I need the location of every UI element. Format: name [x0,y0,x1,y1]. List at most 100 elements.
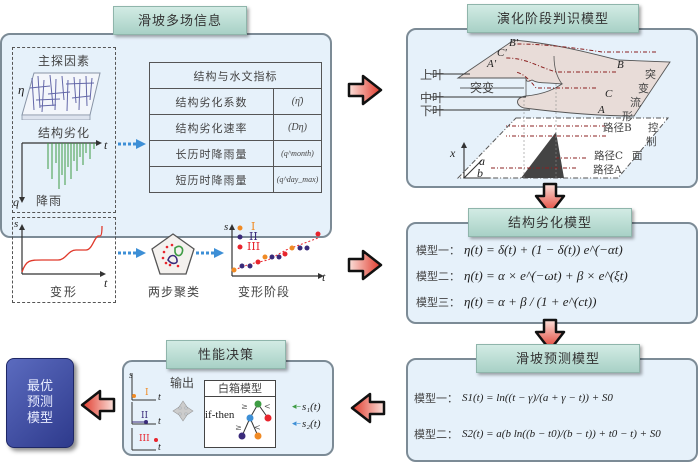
lower-leaf-label: 下叶 [420,104,445,118]
manifold-char: 形 [622,110,633,123]
model-label: 模型一： [416,244,460,257]
index-name: 结构劣化系数 [149,88,274,115]
legend-dot-stage1 [237,225,243,231]
stage-point [297,245,303,251]
blue-arrow-icon: ◂– [292,419,302,429]
index-table-row: 短历时降雨量(q^day_max) [149,166,322,193]
title-performance-decision: 性能决策 [166,340,286,369]
path-c-label: 路径C [594,150,624,162]
title-multi-field-info: 滑坡多场信息 [113,6,247,35]
flow-arrow-right-icon [347,249,383,281]
s1-output: ◂– s₁(t) [292,401,321,413]
point-a-prime: A' [487,58,497,70]
prediction-model-1: 模型一： S1(t) = ln((t − γ)/(a + γ − t)) + S… [414,390,613,406]
index-symbol: (q^day_max) [273,166,322,193]
output-label: 输出 [170,376,195,390]
manifold-char: 变 [638,82,649,95]
legend-dot-stage2 [237,234,243,240]
deformation-box [12,217,116,303]
model-label: 模型二： [416,270,460,283]
legend-dot-stage3 [237,244,243,250]
stage-point [276,254,282,260]
model-formula: S1(t) = ln((t − γ)/(a + γ − t)) + S0 [462,392,613,404]
tree-node [238,432,246,440]
eta-symbol: η [18,82,25,97]
upper-leaf-label: 上叶 [420,68,445,82]
tree-node [246,414,254,422]
path-b-label: 路径B [603,122,632,134]
catastrophe-surface-diagram [430,39,671,179]
index-table-row: 结构劣化系数(η̄) [149,88,322,115]
stage-point [247,263,253,269]
mini-axis-t: t [158,442,161,453]
tree-lt-label: < [254,423,261,432]
deformation-chart [19,224,106,277]
flow-arrow-down-icon [534,318,566,352]
index-name: 短历时降雨量 [149,166,274,193]
index-table-header: 结构与水文指标 [149,62,322,89]
manifold-char: 流 [630,96,641,109]
stage-point [239,263,245,269]
stage-label-2: II [249,230,258,243]
degradation-model-3: 模型三： η(t) = α + β / (1 + e^(ct)) [416,294,596,310]
degradation-model-1: 模型一： η(t) = δ(t) + (1 − δ(t)) e^(−αt) [416,242,623,258]
cross-arrows-icon [172,400,194,422]
model-label: 模型二： [414,428,458,441]
stage-mini-charts [131,374,158,451]
rainfall-axis-q: q [13,195,19,209]
mini-axis-t: t [158,416,161,427]
title-degradation-model: 结构劣化模型 [468,208,632,237]
axis-b-label: b [477,166,483,180]
manifold-char: 突 [645,68,656,81]
tree-ge-label: ≥ [235,423,242,432]
best-prediction-model: 最优 预测 模型 [6,358,74,448]
title-prediction-model: 滑坡预测模型 [476,344,640,373]
index-symbol: (q^month) [273,140,322,167]
decision-tree-diagram [238,400,272,440]
stage-point [269,254,275,260]
blue-arrow-icon [118,248,146,258]
mini-axis-s: s [129,370,133,381]
factor-box [12,47,116,213]
blue-arrow-icon [118,139,146,149]
mini-stage-3: III [139,434,150,444]
structure-degradation-label: 结构劣化 [38,126,91,140]
stage-label-3: III [247,240,261,253]
model-label: 模型三： [416,296,460,309]
deformation-axis-t: t [104,276,108,290]
model-formula: S2(t) = a(b ln((b − t0)/(b − t)) + t0 − … [462,428,661,440]
axis-x-label: x [450,146,456,160]
tree-node [254,432,262,440]
control-plane-char: 制 [646,136,657,148]
deformation-stage-chart [229,224,324,279]
index-table-header-row: 结构与水文指标 [149,62,322,89]
tree-lt-label: < [264,402,271,411]
model-formula: η(t) = α × e^(−ωt) + β × e^(ξt) [464,268,628,283]
flow-arrow-down-icon [534,182,566,216]
main-factors-label: 主探因素 [38,54,91,68]
stage-point [262,254,268,260]
point-b: B [617,59,624,71]
green-arrow-icon: ◂– [292,402,302,412]
mini-stage-2: II [141,411,149,421]
white-box-title: 白箱模型 [205,381,275,397]
deformation-label: 变形 [50,285,79,299]
deformation-stage-label: 变形阶段 [238,285,291,299]
control-plane-char: 控 [648,122,659,134]
point-c: C [605,88,613,100]
index-table: 结构与水文指标 结构劣化系数(η̄) 结构劣化速率(Dη) 长历时降雨量(q^m… [149,62,322,193]
point-b-prime: B' [509,37,519,49]
stage-axis-t: t [322,270,326,284]
title-evolution-model: 演化阶段判识模型 [467,4,639,33]
index-symbol: (Dη) [273,114,322,141]
control-plane-char: 面 [632,150,643,162]
model-label: 模型一： [414,392,458,405]
stage-point [315,231,321,237]
index-table-row: 结构劣化速率(Dη) [149,114,322,141]
mini-axis-t: t [158,392,161,403]
flow-arrow-left-icon [80,389,116,421]
rainfall-axis-t: t [104,138,108,152]
panel-prediction-model [406,358,698,462]
model-formula: η(t) = δ(t) + (1 − δ(t)) e^(−αt) [464,242,623,257]
flow-arrow-right-icon [347,74,383,106]
